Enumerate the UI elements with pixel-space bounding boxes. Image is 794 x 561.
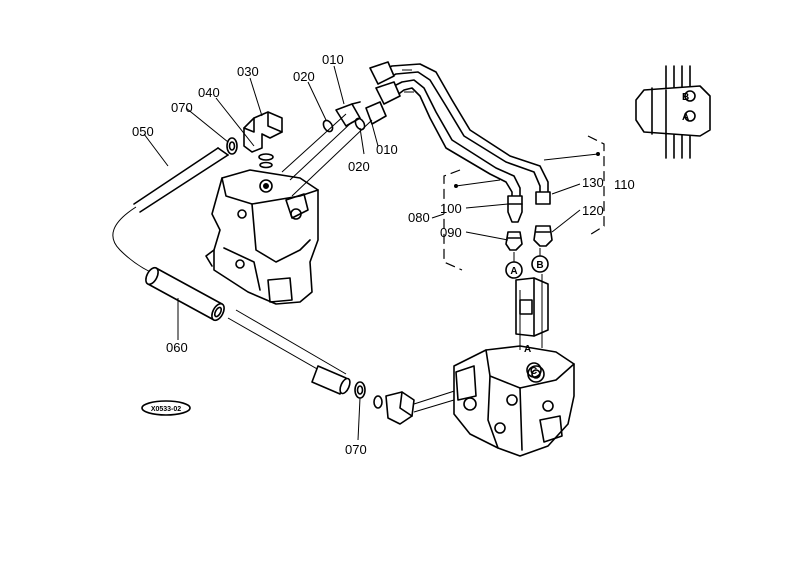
inset-b-label: B [682, 92, 689, 103]
elbow-fitting-030 [243, 111, 283, 169]
adapter-010-bottom [291, 101, 387, 197]
hose-sleeve-060 [145, 266, 225, 322]
label-070-bottom: 070 [345, 442, 367, 457]
fitting-130 [535, 191, 551, 205]
leader-lines [143, 65, 581, 441]
label-130: 130 [582, 175, 604, 190]
label-030: 030 [237, 64, 259, 79]
fitting-100 [507, 195, 523, 223]
valve-port-a-label: A [524, 344, 531, 355]
label-060: 060 [166, 340, 188, 355]
control-valve-assembly: A C [453, 274, 575, 457]
port-b-label: B [536, 260, 543, 271]
figure-code-badge: X0533-02 [141, 400, 191, 416]
pump-assembly [205, 169, 319, 305]
part-number-labels: 030 040 070 050 060 020 010 020 010 070 … [132, 52, 635, 457]
hose-end-lower [311, 365, 351, 395]
port-b-marker: B [531, 248, 549, 273]
inset-a-label: A [682, 112, 689, 123]
label-080: 080 [408, 210, 430, 225]
figure-code-text: X0533-02 [151, 406, 181, 413]
label-010-top: 010 [322, 52, 344, 67]
port-a-marker: A [505, 252, 523, 279]
label-070-top: 070 [171, 100, 193, 115]
inset-detail: B A [635, 65, 711, 159]
label-020-top: 020 [293, 69, 315, 84]
group-bracket-080-110 [443, 135, 605, 271]
port-a-label: A [510, 266, 517, 277]
label-120: 120 [582, 203, 604, 218]
label-110: 110 [614, 177, 635, 192]
hose-clamp-070-bottom [354, 381, 366, 399]
fitting-090 [505, 231, 523, 251]
label-010-bottom: 010 [376, 142, 398, 157]
label-100: 100 [440, 201, 462, 216]
valve-port-c-label: C [530, 366, 537, 377]
label-050: 050 [132, 124, 154, 139]
hose-clamp-070-top [226, 137, 238, 155]
o-ring-020-top [322, 119, 334, 133]
lower-elbow-fitting [373, 385, 475, 425]
o-ring-020-bottom [354, 117, 366, 131]
fitting-120 [533, 225, 553, 247]
label-040: 040 [198, 85, 220, 100]
label-020-bottom: 020 [348, 159, 370, 174]
label-090: 090 [440, 225, 462, 240]
hydraulic-pipes [369, 61, 549, 207]
